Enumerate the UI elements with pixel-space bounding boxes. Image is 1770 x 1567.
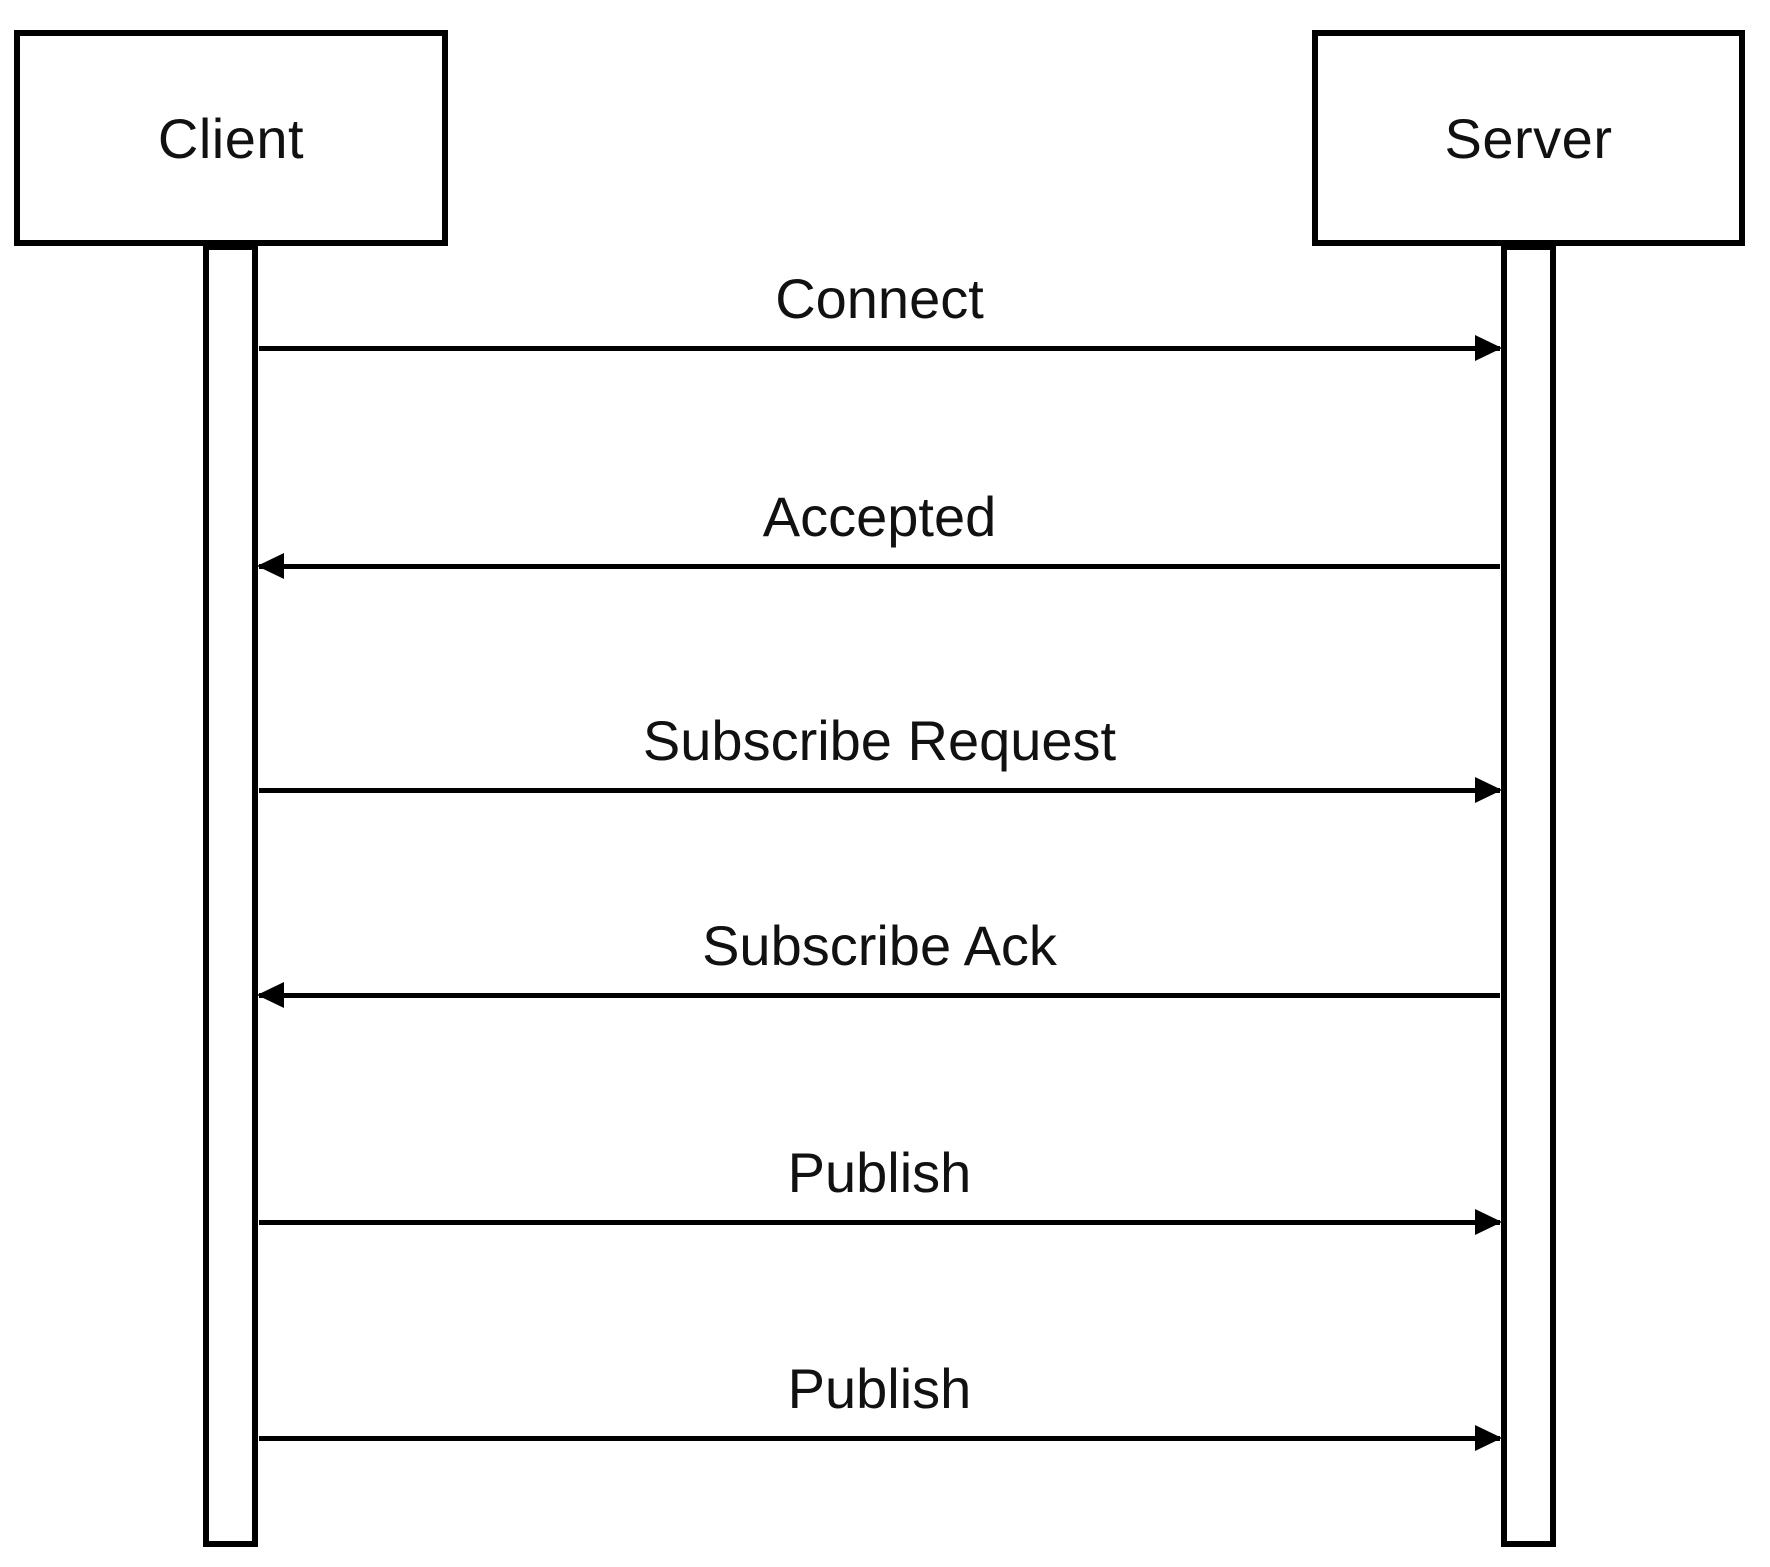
message-label-connect: Connect [775, 267, 984, 330]
message-label-subscribe-request: Subscribe Request [642, 709, 1117, 772]
lifeline-server [1501, 244, 1556, 1547]
actor-box-client: Client [14, 30, 448, 246]
message-line [259, 1436, 1500, 1441]
message-label-accepted: Accepted [762, 485, 997, 548]
arrowhead-right-icon [1475, 1425, 1502, 1451]
actor-label-client: Client [157, 106, 305, 170]
lifeline-client [203, 244, 258, 1547]
message-line [259, 1220, 1500, 1225]
arrowhead-right-icon [1475, 1209, 1502, 1235]
arrowhead-left-icon [257, 982, 284, 1008]
message-line [259, 346, 1500, 351]
actor-box-server: Server [1312, 30, 1745, 246]
message-line [259, 993, 1500, 998]
arrowhead-left-icon [257, 553, 284, 579]
message-label-subscribe-ack: Subscribe Ack [702, 914, 1057, 977]
actor-label-server: Server [1444, 106, 1613, 170]
message-label-publish-2: Publish [787, 1357, 972, 1420]
message-line [259, 788, 1500, 793]
arrowhead-right-icon [1475, 335, 1502, 361]
arrowhead-right-icon [1475, 777, 1502, 803]
message-label-publish-1: Publish [787, 1141, 972, 1204]
message-line [259, 564, 1500, 569]
